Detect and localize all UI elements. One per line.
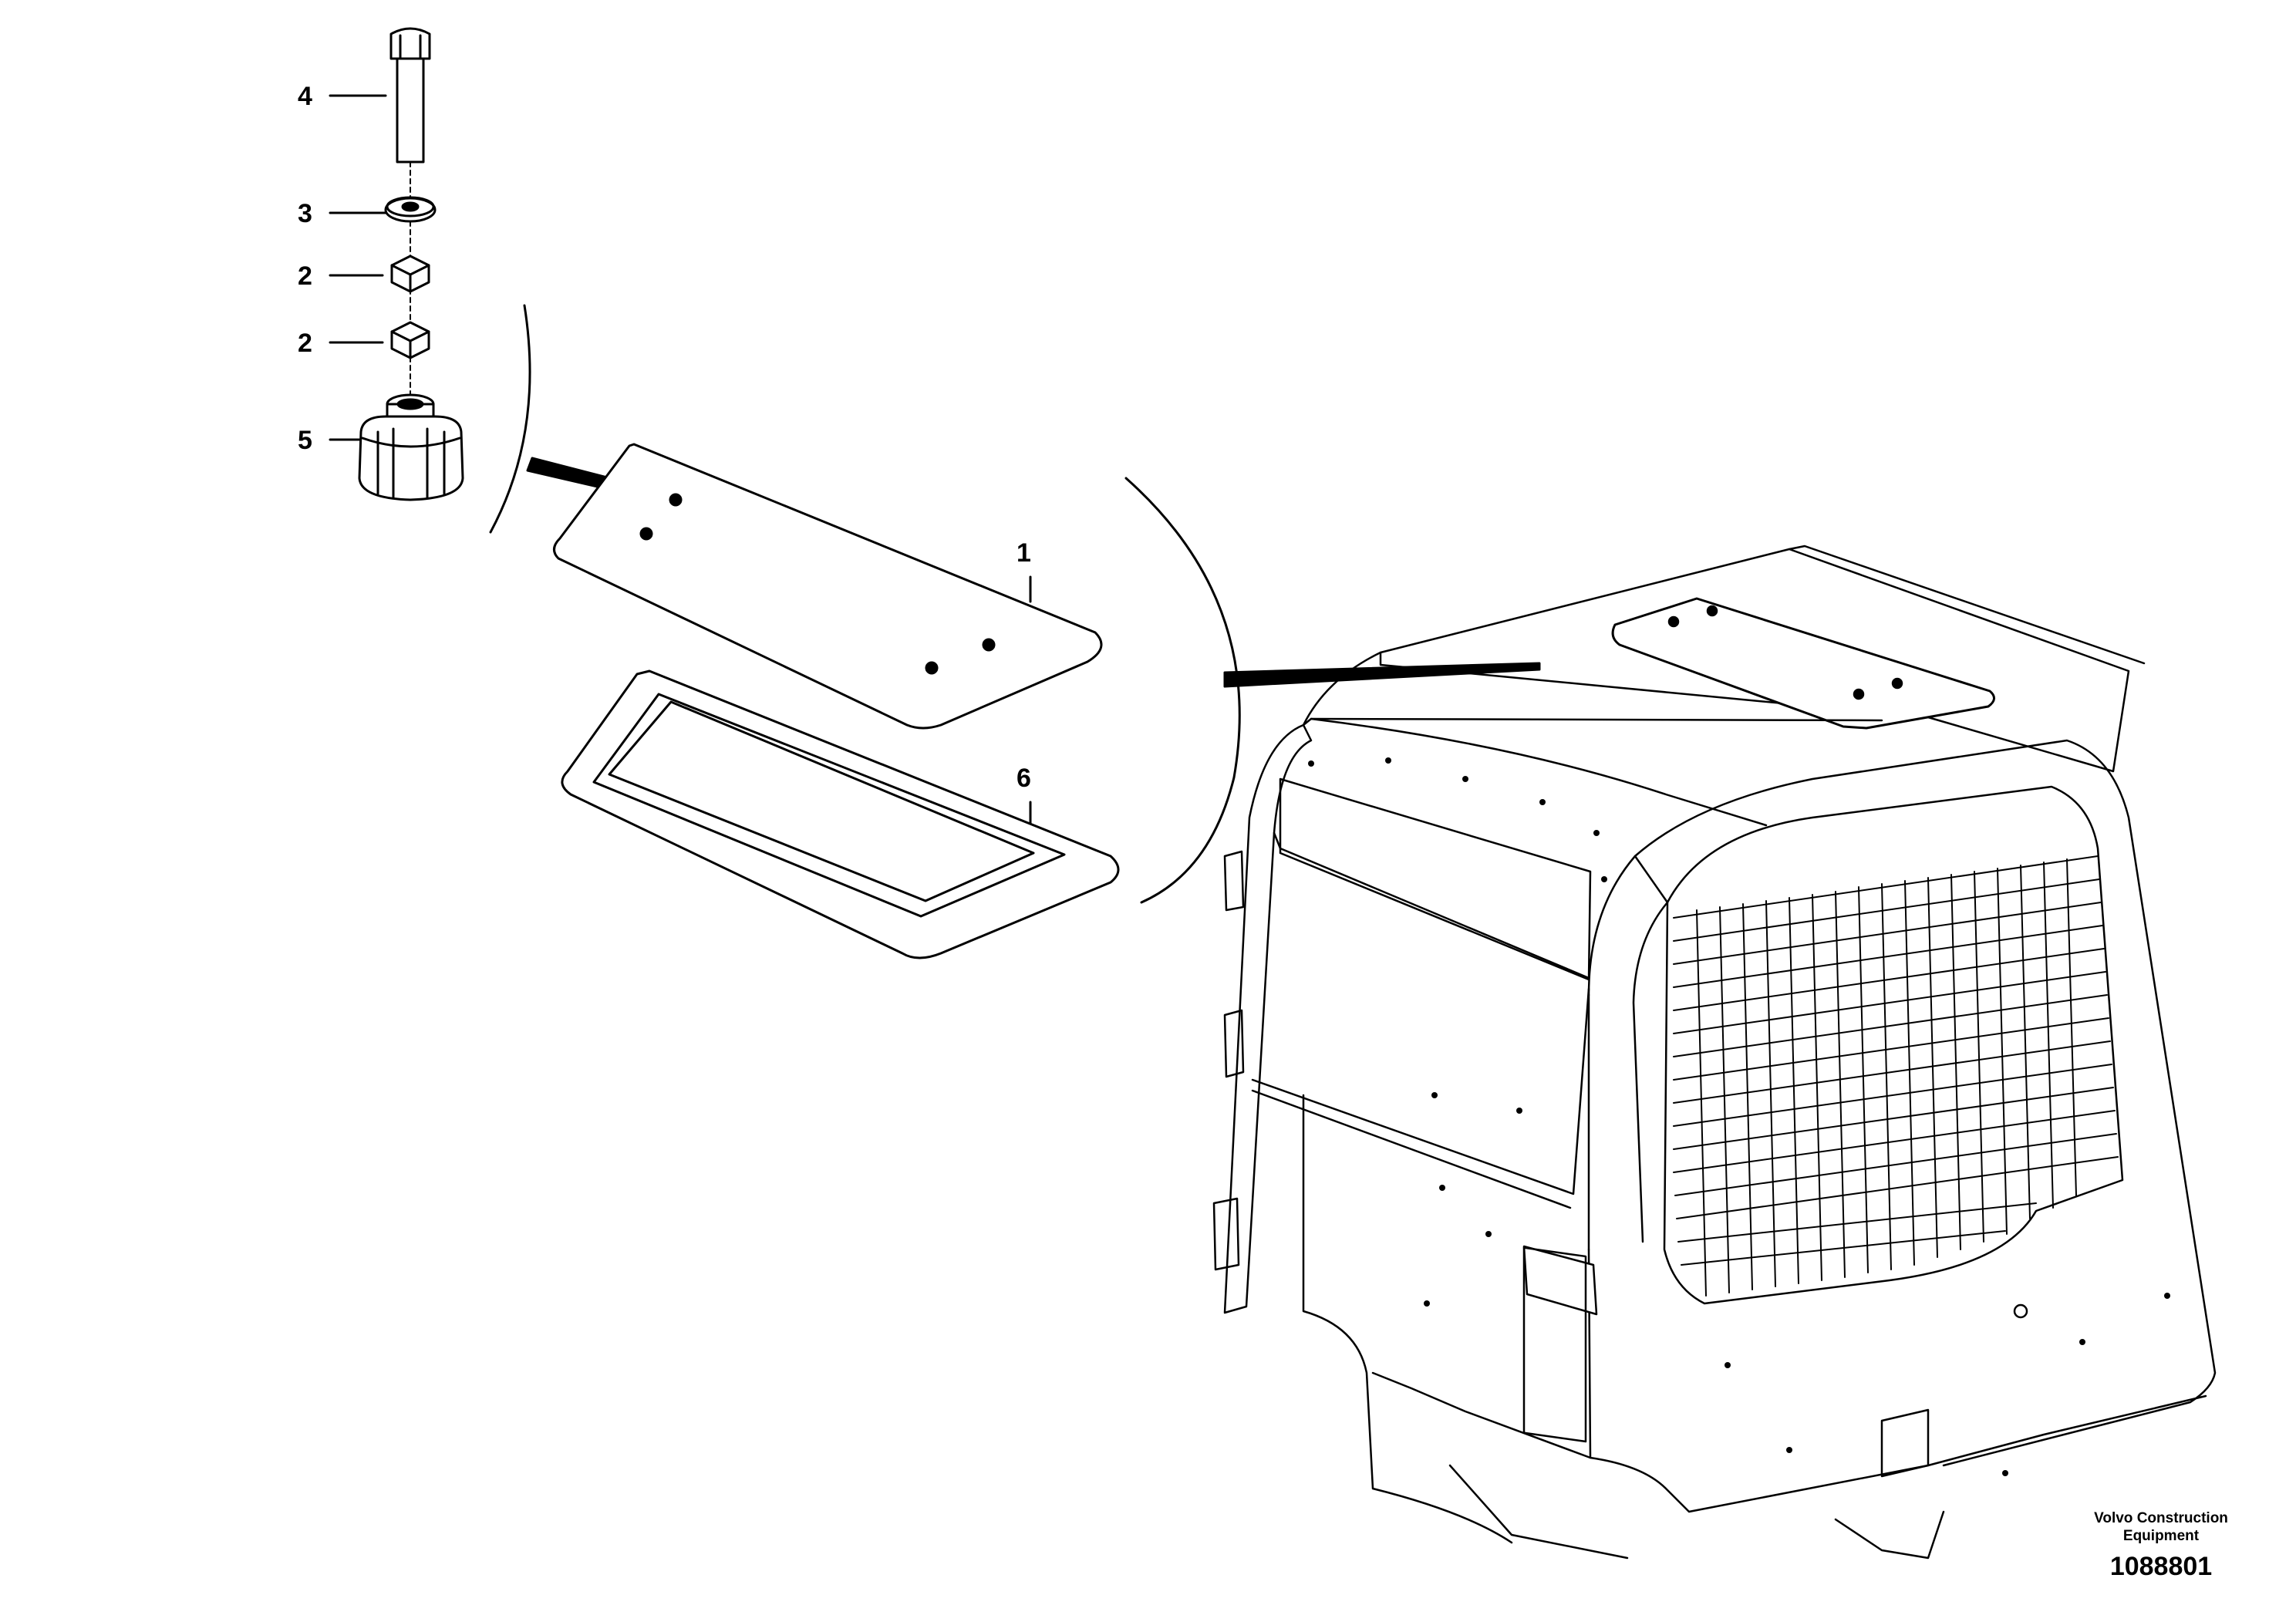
callout-knob: 5	[298, 426, 312, 455]
cover-plate	[553, 443, 1103, 730]
callout-nut-upper: 2	[298, 261, 312, 291]
callout-cover-plate: 1	[1017, 538, 1031, 568]
knob	[358, 393, 464, 501]
nut-upper	[390, 255, 430, 293]
detail-arc-left	[489, 304, 531, 534]
drawing-number: 1088801	[2109, 1552, 2213, 1581]
callout-nut-lower: 2	[298, 329, 312, 358]
pointer-right	[1223, 662, 1541, 688]
drawing-footer: Volvo Construction Equipment 1088801	[2080, 1510, 2242, 1582]
nut-lower	[390, 321, 430, 359]
brand-name: Volvo Construction Equipment	[2094, 1510, 2228, 1545]
detail-arc-right	[1124, 477, 1241, 904]
washer	[384, 196, 437, 223]
cab-assembly	[1212, 545, 2217, 1560]
gasket	[561, 669, 1120, 959]
callout-gasket: 6	[1017, 764, 1031, 793]
callout-bolt: 4	[298, 82, 312, 111]
cab-rivets	[1308, 757, 2170, 1476]
callout-washer: 3	[298, 199, 312, 228]
cage-mesh	[1673, 855, 2119, 1297]
